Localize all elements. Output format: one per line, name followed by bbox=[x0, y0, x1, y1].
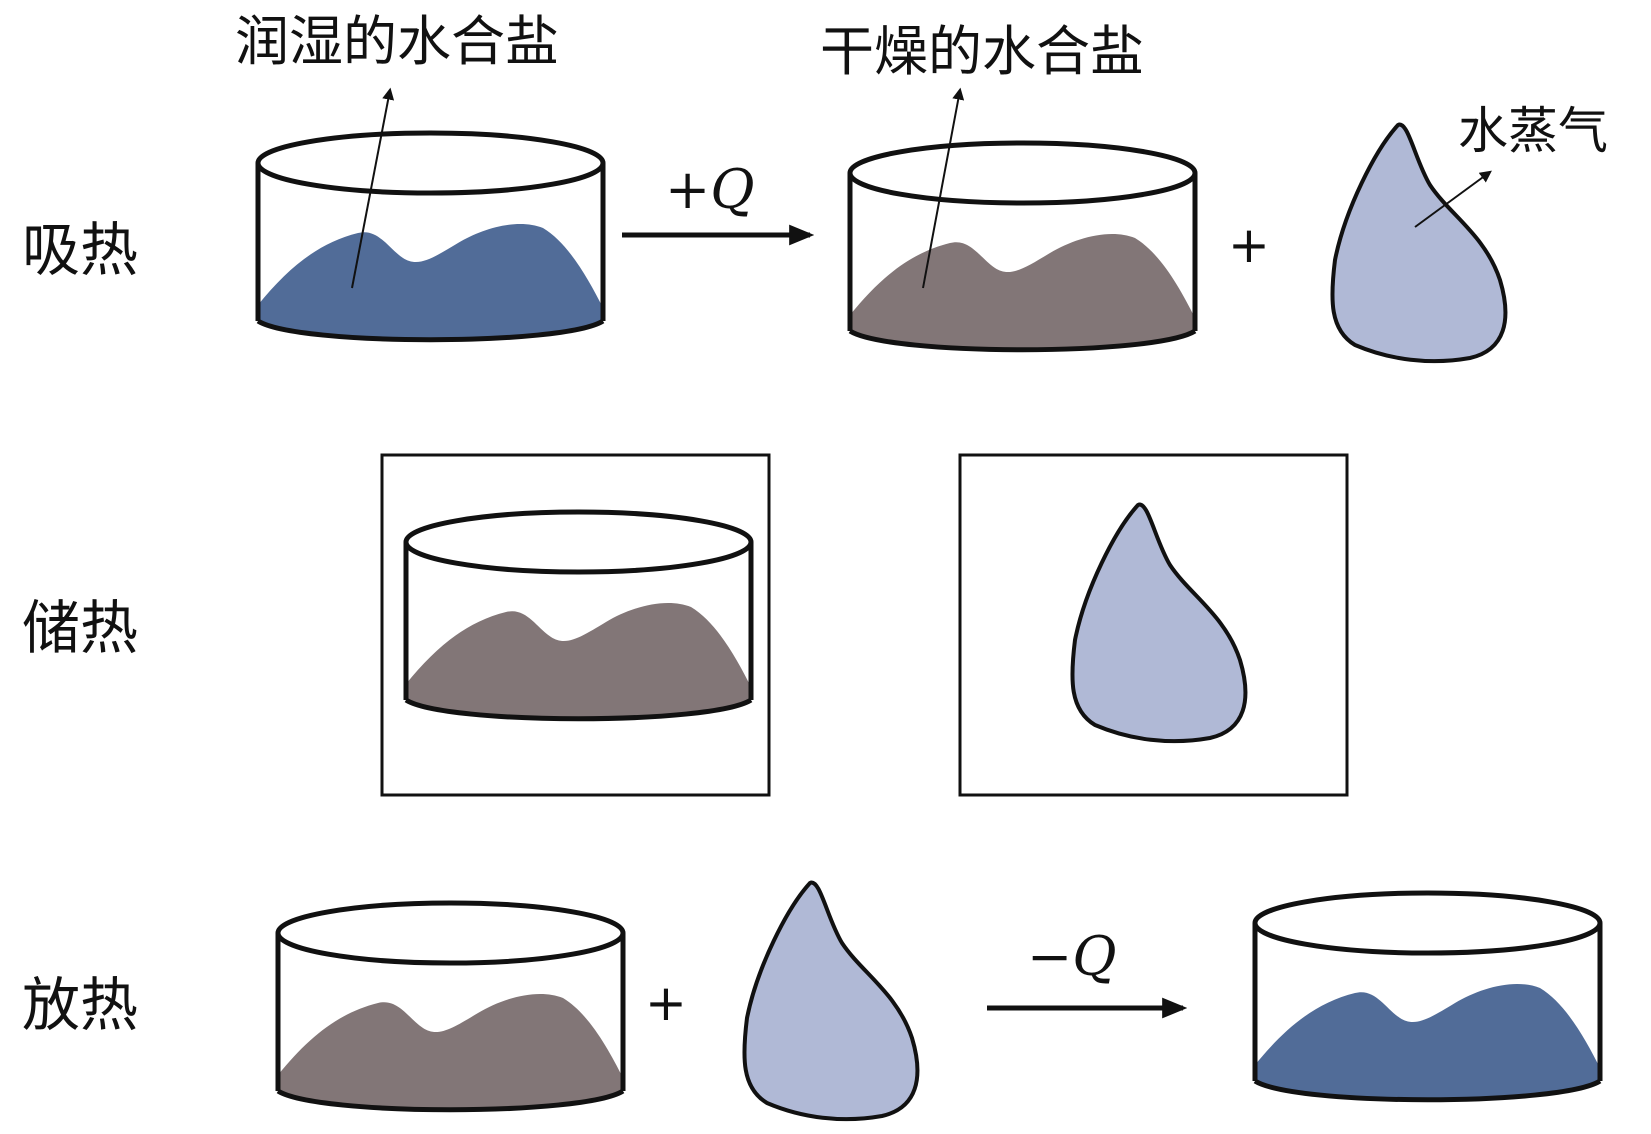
wet-salt-pile bbox=[1255, 983, 1600, 1098]
wet-salt-dish bbox=[255, 130, 606, 343]
release-water-drop bbox=[742, 880, 920, 1122]
row-label-release: 放热 bbox=[22, 971, 138, 1039]
plus-sign-row1: + bbox=[1228, 216, 1270, 274]
dish-body bbox=[255, 163, 606, 343]
dish-body bbox=[847, 173, 1198, 353]
dish-rim bbox=[403, 509, 754, 575]
label-vapor: 水蒸气 bbox=[1458, 102, 1608, 160]
dry-salt-dish bbox=[847, 140, 1198, 353]
label-wet-salt: 润湿的水合盐 bbox=[235, 10, 559, 73]
dish-rim bbox=[255, 130, 606, 196]
label-heat-out: −Q bbox=[1027, 925, 1117, 988]
dry-salt-pile bbox=[406, 602, 751, 717]
row-label-store: 储热 bbox=[22, 594, 138, 662]
dish-body bbox=[403, 542, 754, 722]
dish-rim bbox=[1252, 890, 1603, 956]
label-heat-in: +Q bbox=[665, 158, 755, 221]
stored-dry-salt-dish bbox=[403, 509, 754, 722]
dish-rim bbox=[847, 140, 1198, 206]
wet-salt-pointer bbox=[351, 87, 395, 289]
dish-body bbox=[1252, 923, 1603, 1103]
wet-salt-pile bbox=[258, 223, 603, 338]
water-vapor-drop bbox=[1330, 122, 1508, 364]
vapor-pointer bbox=[1414, 170, 1492, 228]
dry-salt-pointer bbox=[922, 87, 965, 289]
storage-box-water bbox=[958, 453, 1349, 797]
stored-water-drop bbox=[1070, 502, 1248, 744]
storage-box-salt bbox=[380, 453, 771, 797]
row-label-absorb: 吸热 bbox=[22, 216, 138, 284]
plus-sign-row3: + bbox=[645, 974, 687, 1032]
dry-salt-pile bbox=[850, 233, 1195, 348]
dish-body bbox=[275, 933, 626, 1113]
dish-rim bbox=[275, 900, 626, 966]
release-wet-salt-dish bbox=[1252, 890, 1603, 1103]
release-dry-salt-dish bbox=[275, 900, 626, 1113]
dry-salt-pile bbox=[278, 993, 623, 1108]
label-dry-salt: 干燥的水合盐 bbox=[820, 20, 1144, 83]
